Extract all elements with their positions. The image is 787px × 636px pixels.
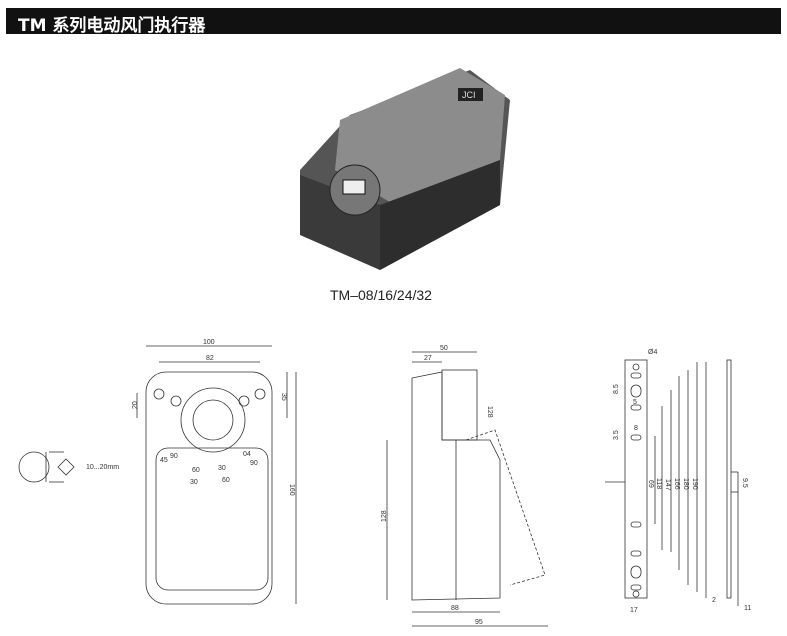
page-title: TM 系列电动风门执行器 <box>18 16 206 36</box>
side-view-labels: 50 27 128 128 88 95 <box>381 345 493 626</box>
svg-text:180: 180 <box>682 478 689 490</box>
svg-text:20: 20 <box>132 401 139 409</box>
svg-text:90: 90 <box>170 453 178 460</box>
product-caption: TM–08/16/24/32 <box>330 287 432 303</box>
svg-text:100: 100 <box>203 339 215 346</box>
svg-text:Ø4: Ø4 <box>648 349 657 356</box>
svg-text:30: 30 <box>190 479 198 486</box>
svg-text:118: 118 <box>655 478 662 489</box>
svg-text:90: 90 <box>250 460 258 467</box>
svg-text:JCI: JCI <box>462 90 476 100</box>
svg-text:190: 190 <box>691 478 698 490</box>
svg-text:82: 82 <box>206 355 214 362</box>
front-view-labels: 100 82 20 35 160 10...20mm 45 90 60 30 3… <box>86 339 295 496</box>
svg-text:30: 30 <box>218 465 226 472</box>
svg-text:35: 35 <box>280 393 287 401</box>
product-photo: JCI <box>300 68 510 270</box>
svg-text:04: 04 <box>243 451 251 458</box>
svg-text:45: 45 <box>160 457 168 464</box>
svg-text:147: 147 <box>664 479 671 491</box>
svg-text:5: 5 <box>633 399 637 406</box>
svg-text:160: 160 <box>288 484 295 496</box>
title-bar: TM 系列电动风门执行器 <box>6 8 781 36</box>
svg-text:8.5: 8.5 <box>613 384 620 394</box>
svg-text:128: 128 <box>486 406 493 418</box>
svg-text:27: 27 <box>424 355 432 362</box>
svg-text:88: 88 <box>451 605 459 612</box>
svg-text:8: 8 <box>634 425 638 432</box>
svg-text:60: 60 <box>192 467 200 474</box>
svg-text:69: 69 <box>647 480 654 488</box>
front-view-drawing <box>18 345 297 605</box>
svg-text:50: 50 <box>440 345 448 352</box>
svg-text:3.5: 3.5 <box>613 430 620 440</box>
side-view-drawing <box>386 351 548 627</box>
svg-text:9.5: 9.5 <box>741 478 748 488</box>
svg-text:11: 11 <box>744 605 751 612</box>
svg-text:60: 60 <box>222 477 230 484</box>
svg-text:166: 166 <box>673 478 680 490</box>
svg-text:10...20mm: 10...20mm <box>86 464 119 471</box>
svg-text:95: 95 <box>475 619 483 626</box>
svg-text:17: 17 <box>630 607 638 614</box>
svg-text:128: 128 <box>381 510 388 522</box>
bracket-drawing <box>605 359 739 606</box>
svg-text:2: 2 <box>712 597 716 604</box>
bracket-labels: Ø4 8.5 5 8 3.5 69 118 147 166 180 190 17… <box>613 349 751 614</box>
